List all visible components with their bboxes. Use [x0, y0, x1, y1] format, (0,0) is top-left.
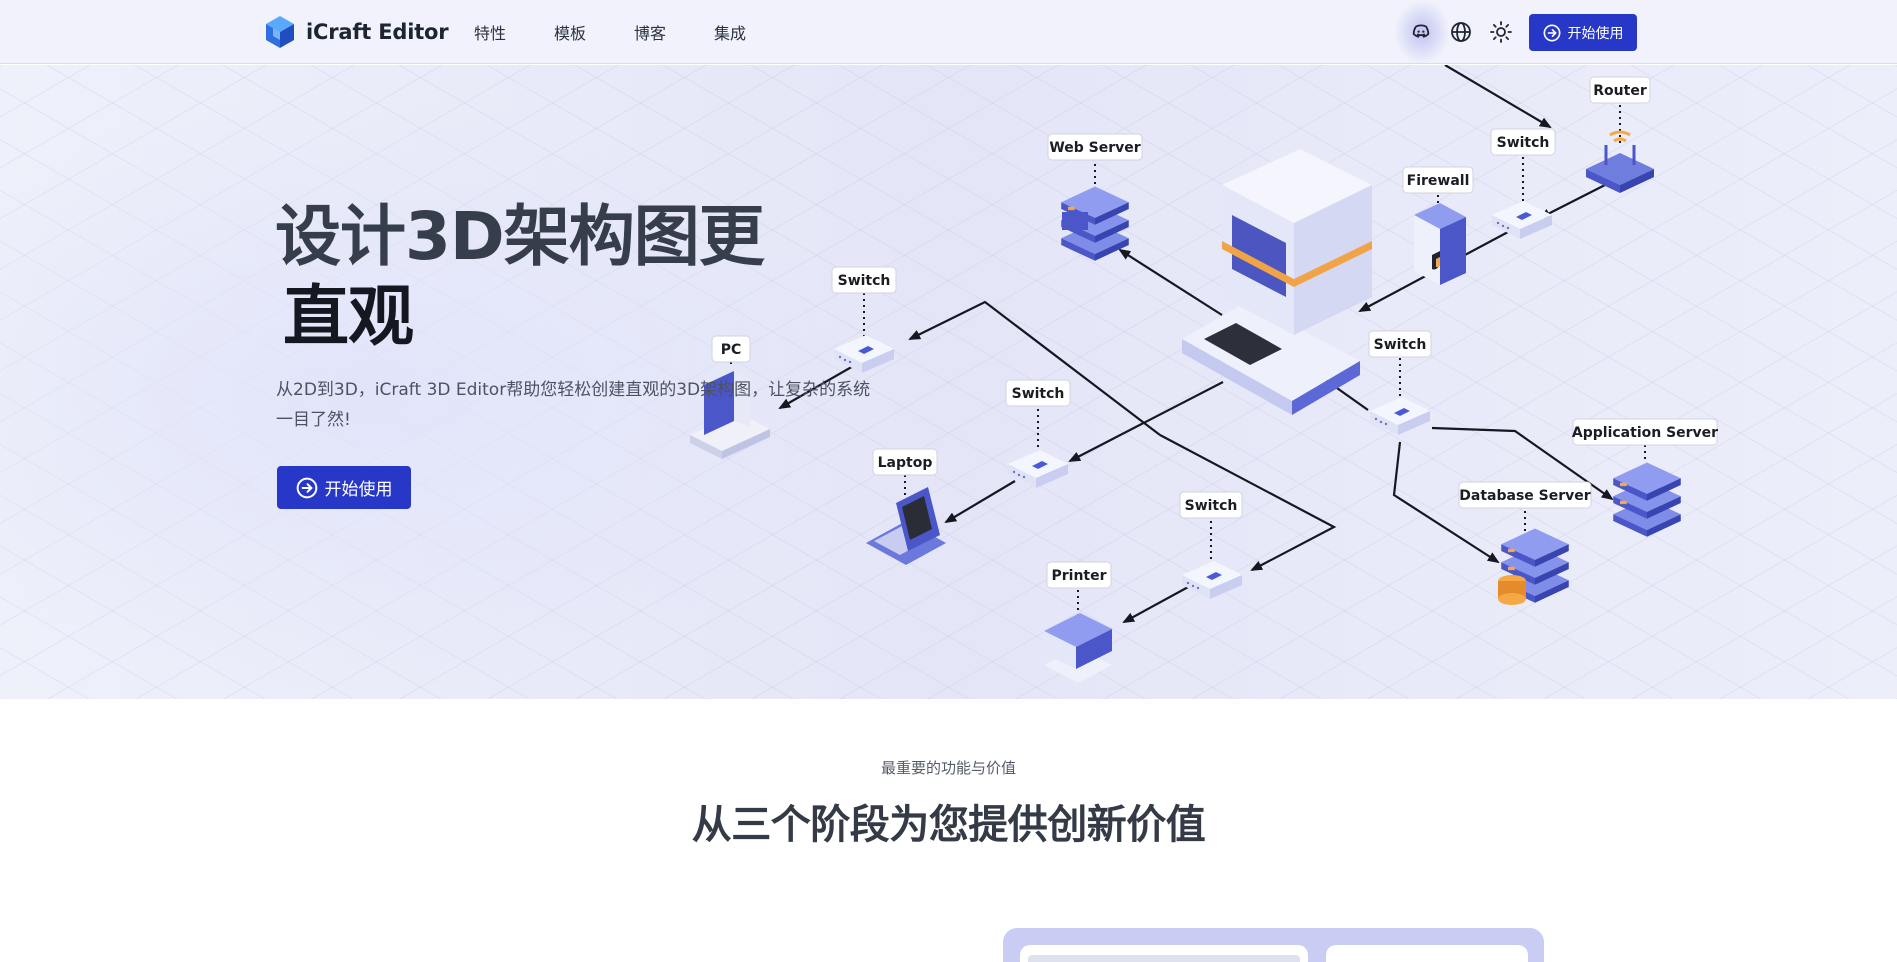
label-switch-left: Switch	[838, 273, 891, 289]
hero-title-line2: 直观	[283, 278, 414, 355]
network-diagram: Router Switch Firewall Web Server Switch…	[690, 65, 1718, 683]
label-pc: PC	[721, 342, 742, 358]
label-router: Router	[1593, 83, 1647, 99]
preview-pane	[1020, 945, 1308, 962]
hero-title-line1: 设计3D架构图更	[275, 198, 765, 275]
section-title: 从三个阶段为您提供创新价值	[691, 802, 1206, 848]
hero-start-label: 开始使用	[324, 480, 393, 499]
top-navbar: iCraft Editor 特性 模板 博客 集成	[0, 0, 1897, 64]
main-nav: 特性 模板 博客 集成	[474, 20, 794, 44]
header-glow	[1394, 0, 1450, 64]
header-start-button[interactable]: 开始使用	[1529, 14, 1637, 51]
brand-logo[interactable]: iCraft Editor	[264, 13, 449, 51]
desktop-computer-illustration	[1182, 149, 1372, 415]
hero-title: 设计3D架构图更 直观	[275, 197, 795, 357]
label-switch-top: Switch	[1497, 135, 1550, 151]
nav-blog[interactable]: 博客	[634, 24, 667, 43]
hero-section: Router Switch Firewall Web Server Switch…	[0, 65, 1897, 699]
arrow-circle-icon	[296, 477, 317, 498]
label-switch-mid: Switch	[1012, 386, 1065, 402]
discord-icon[interactable]	[1409, 20, 1433, 44]
label-laptop: Laptop	[878, 455, 933, 471]
label-web-server: Web Server	[1049, 140, 1140, 156]
label-application-server: Application Server	[1572, 425, 1718, 441]
brand-name: iCraft Editor	[306, 20, 449, 44]
hero-start-button[interactable]: 开始使用	[277, 466, 411, 509]
label-firewall: Firewall	[1407, 173, 1470, 189]
preview-bar	[1028, 955, 1300, 962]
cube-logo-icon	[266, 16, 294, 48]
nav-integrations[interactable]: 集成	[714, 24, 747, 43]
sun-icon[interactable]	[1489, 20, 1513, 44]
label-switch-bottom: Switch	[1185, 498, 1238, 514]
preview-pane	[1326, 945, 1528, 962]
label-printer: Printer	[1051, 568, 1106, 584]
label-switch-core: Switch	[1374, 337, 1427, 353]
header-start-label: 开始使用	[1567, 24, 1624, 41]
arrow-circle-icon	[1543, 24, 1560, 41]
label-database-server: Database Server	[1459, 488, 1590, 504]
nav-features[interactable]: 特性	[474, 24, 507, 43]
hero-description: 从2D到3D，iCraft 3D Editor帮助您轻松创建直观的3D架构图，让…	[276, 380, 871, 430]
nav-templates[interactable]: 模板	[554, 24, 587, 43]
globe-icon[interactable]	[1449, 20, 1473, 44]
section-kicker: 最重要的功能与价值	[880, 759, 1016, 777]
